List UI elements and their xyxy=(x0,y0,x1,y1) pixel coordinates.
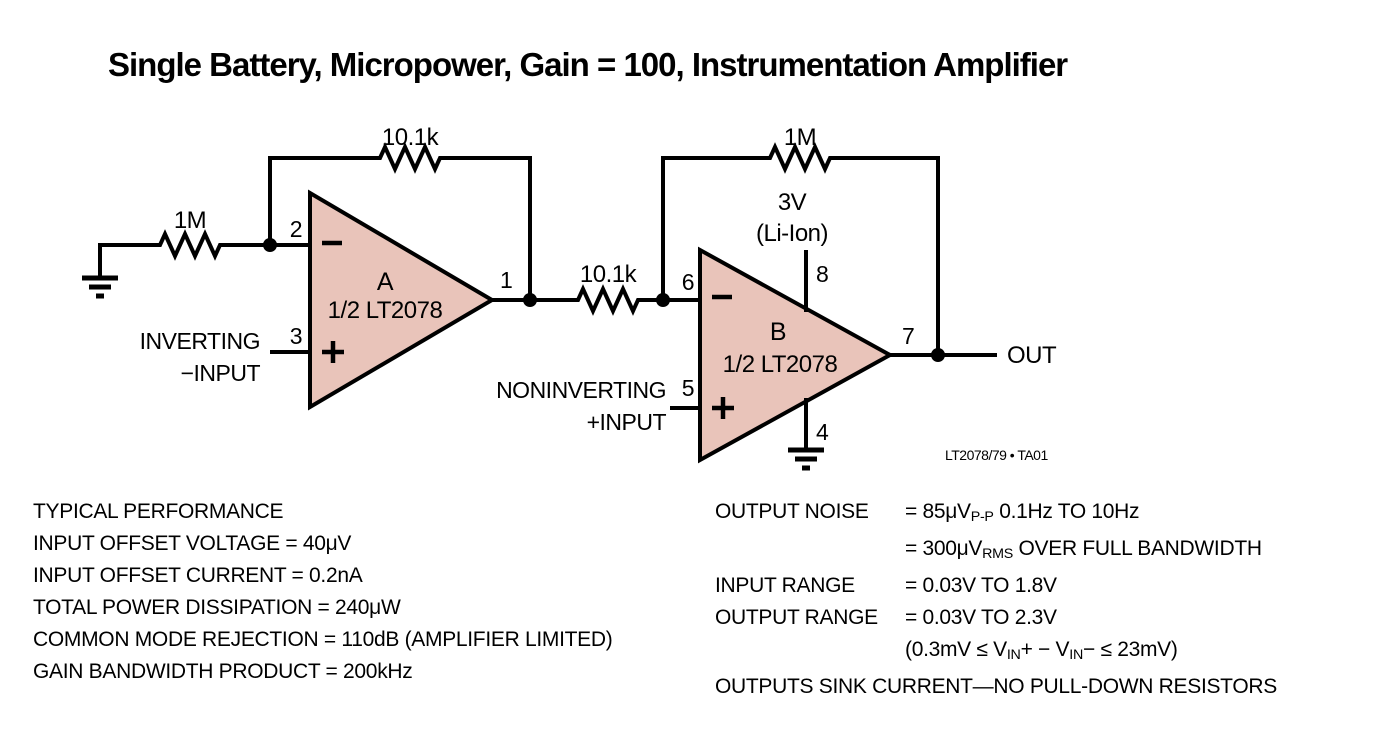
spec-value-input-condition: (0.3mV ≤ VIN+ − VIN− ≤ 23mV) xyxy=(905,634,1178,671)
spec-value-text: = 300μV xyxy=(905,537,983,561)
spec-value-output-range: = 0.03V TO 2.3V xyxy=(905,606,1057,630)
resistor-feedback-a-10.1k xyxy=(370,142,450,174)
resistor-label-interstage: 10.1k xyxy=(580,261,638,288)
supply-type-label: (Li-Ion) xyxy=(756,220,828,247)
spec-row-input-range: INPUT RANGE = 0.03V TO 1.8V xyxy=(715,570,1277,602)
spec-label-input-range: INPUT RANGE xyxy=(715,574,855,598)
plus-symbol-opamp-a xyxy=(322,341,344,363)
spec-value-text: (0.3mV ≤ V xyxy=(905,638,1007,662)
opamp-a-triangle xyxy=(308,189,496,411)
noninverting-input-label-line1: NONINVERTING xyxy=(496,377,666,403)
spec-row-sink-note: OUTPUTS SINK CURRENT—NO PULL-DOWN RESIST… xyxy=(715,671,1277,703)
supply-voltage-label: 3V xyxy=(778,189,807,216)
spec-row-input-condition: (0.3mV ≤ VIN+ − VIN− ≤ 23mV) xyxy=(715,634,1277,671)
wire-feedback-b-right xyxy=(838,156,940,357)
junction-dot xyxy=(263,238,277,252)
junction-dot xyxy=(931,348,945,362)
specs-left-column: TYPICAL PERFORMANCE INPUT OFFSET VOLTAGE… xyxy=(33,496,613,688)
inverting-input-label-line2: −INPUT xyxy=(181,360,261,386)
opamp-b-part: 1/2 LT2078 xyxy=(723,351,838,378)
resistor-label-feedback-b: 1M xyxy=(784,124,816,151)
opamp-b-name: B xyxy=(770,318,786,346)
spec-line-input-offset-current: INPUT OFFSET CURRENT = 0.2nA xyxy=(33,564,363,587)
wire-input-to-ground xyxy=(98,243,152,278)
spec-value-text: OVER FULL BANDWIDTH xyxy=(1012,537,1263,561)
spec-row-output-noise-rms: = 300μVRMS OVER FULL BANDWIDTH xyxy=(715,533,1277,570)
inverting-input-label-line1: INVERTING xyxy=(140,328,260,354)
spec-value-input-range: = 0.03V TO 1.8V xyxy=(905,574,1057,598)
spec-line-total-power-dissipation: TOTAL POWER DISSIPATION = 240μW xyxy=(33,596,401,619)
figure-id: LT2078/79 • TA01 xyxy=(945,447,1048,463)
pin-5-label: 5 xyxy=(682,375,694,401)
resistor-feedback-b-1m xyxy=(760,142,840,174)
ground-symbol-pin4 xyxy=(788,447,824,471)
wire-feedback-a-left xyxy=(268,156,372,247)
plus-symbol-opamp-b xyxy=(712,397,734,419)
spec-row-output-noise: OUTPUT NOISE = 85μVP-P 0.1Hz TO 10Hz xyxy=(715,496,1277,533)
junction-dot xyxy=(656,293,670,307)
resistor-input-1m xyxy=(150,229,230,261)
spec-value-text: + − V xyxy=(1020,638,1070,662)
opamp-b-triangle xyxy=(698,246,895,464)
spec-value-text: − ≤ 23mV) xyxy=(1082,638,1178,662)
pin-2-label: 2 xyxy=(290,216,302,242)
resistor-label-input: 1M xyxy=(174,207,206,234)
wire-feedback-a-right xyxy=(448,156,532,302)
spec-value-subscript: RMS xyxy=(982,546,1013,563)
spec-line-typical-performance: TYPICAL PERFORMANCE xyxy=(33,500,284,523)
spec-value-subscript: P-P xyxy=(970,509,994,526)
spec-line-input-offset-voltage: INPUT OFFSET VOLTAGE = 40μV xyxy=(33,532,352,555)
wire-feedback-b-left xyxy=(661,156,762,302)
spec-value-text: 0.1Hz TO 10Hz xyxy=(993,500,1140,523)
resistor-interstage-10.1k xyxy=(568,284,648,316)
ground-symbol-left xyxy=(82,275,118,299)
spec-sink-note: OUTPUTS SINK CURRENT—NO PULL-DOWN RESIST… xyxy=(715,675,1277,699)
spec-label-output-range: OUTPUT RANGE xyxy=(715,606,878,630)
pin-7-label: 7 xyxy=(902,323,914,349)
pin-3-label: 3 xyxy=(290,323,302,349)
spec-value-output-noise-rms: = 300μVRMS OVER FULL BANDWIDTH xyxy=(905,533,1262,570)
pin-8-label: 8 xyxy=(816,261,828,287)
noninverting-input-label-line2: +INPUT xyxy=(587,409,667,435)
pin-6-label: 6 xyxy=(682,269,694,295)
junction-dot xyxy=(523,293,537,307)
spec-line-common-mode-rejection: COMMON MODE REJECTION = 110dB (AMPLIFIER… xyxy=(33,628,613,651)
specs-right-column: OUTPUT NOISE = 85μVP-P 0.1Hz TO 10Hz = 3… xyxy=(715,496,1277,703)
spec-label-output-noise: OUTPUT NOISE xyxy=(715,500,869,523)
output-label: OUT xyxy=(1007,342,1057,369)
opamp-a-part: 1/2 LT2078 xyxy=(328,297,443,324)
spec-line-gain-bandwidth-product: GAIN BANDWIDTH PRODUCT = 200kHz xyxy=(33,660,413,683)
spec-label-spacer xyxy=(715,634,905,671)
opamp-a-name: A xyxy=(377,268,394,296)
spec-value-subscript: IN xyxy=(1069,647,1083,664)
resistor-label-feedback-a: 10.1k xyxy=(382,124,440,151)
page-title: Single Battery, Micropower, Gain = 100, … xyxy=(108,46,1068,83)
spec-row-output-range: OUTPUT RANGE = 0.03V TO 2.3V xyxy=(715,602,1277,634)
spec-value-output-noise: = 85μVP-P 0.1Hz TO 10Hz xyxy=(905,496,1140,533)
pin-4-label: 4 xyxy=(816,419,829,445)
spec-label-spacer xyxy=(715,533,905,570)
spec-value-subscript: IN xyxy=(1006,647,1021,664)
pin-1-label: 1 xyxy=(500,267,512,293)
spec-value-text: = 85μV xyxy=(905,500,971,523)
